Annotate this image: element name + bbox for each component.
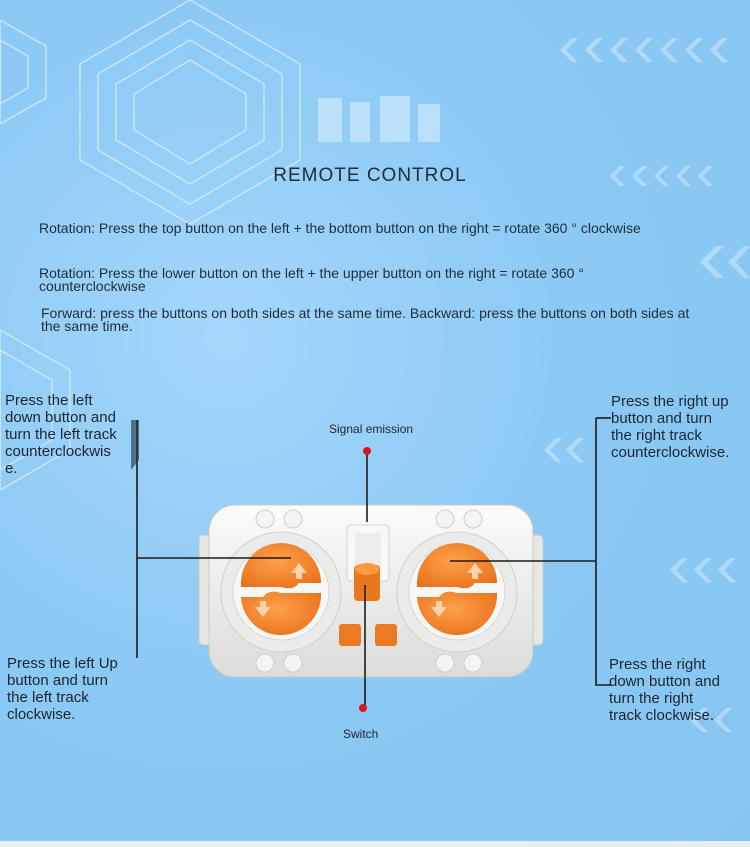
callout-left-up: Press the left Up button and turn the le… bbox=[7, 655, 118, 723]
left-paddle bbox=[241, 543, 322, 636]
right-paddle bbox=[417, 543, 498, 636]
callout-right-up: Press the right up button and turn the r… bbox=[611, 393, 730, 461]
remote-control bbox=[198, 504, 544, 678]
speed-button-right[interactable] bbox=[375, 624, 397, 646]
callout-right-down: Press the right down button and turn the… bbox=[609, 656, 720, 724]
forward-backward-text: Forward: press the buttons on both sides… bbox=[41, 305, 690, 334]
bottom-bar bbox=[0, 841, 750, 847]
rotation-counterclockwise-text: Rotation: Press the lower button on the … bbox=[39, 265, 584, 294]
switch-label: Switch bbox=[343, 727, 379, 741]
switch-marker bbox=[359, 704, 367, 712]
signal-marker bbox=[363, 447, 371, 455]
callout-left-down: Press the left down button and turn the … bbox=[5, 392, 117, 477]
signal-emission-label: Signal emission bbox=[329, 422, 414, 436]
rotation-clockwise-text: Rotation: Press the top button on the le… bbox=[39, 220, 641, 236]
speed-button-left[interactable] bbox=[339, 624, 361, 646]
page-title: REMOTE CONTROL bbox=[273, 165, 467, 186]
